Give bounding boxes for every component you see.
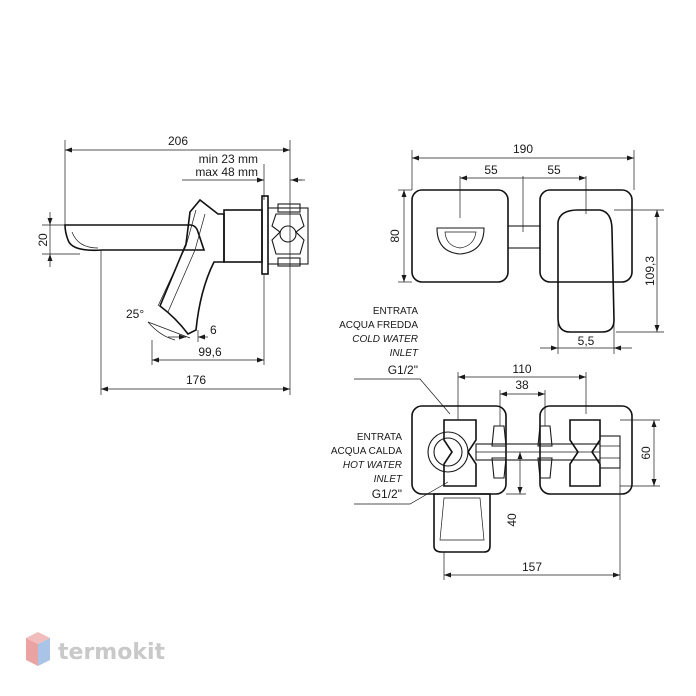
- dim-5-5: 5,5: [578, 334, 595, 348]
- dim-min-depth: min 23 mm: [199, 152, 258, 166]
- cold-label-line1: ENTRATA: [373, 306, 419, 317]
- hot-valve: [569, 419, 601, 487]
- dim-99-6: 99,6: [198, 345, 222, 359]
- dim-38: 38: [515, 378, 529, 392]
- dim-80: 80: [388, 229, 402, 243]
- dim-157: 157: [522, 560, 542, 574]
- dim-109-3: 109,3: [643, 256, 657, 286]
- hot-label-thread: G1/2": [372, 487, 402, 501]
- spout: [64, 224, 206, 252]
- dim-40: 40: [505, 513, 519, 527]
- front-spout-outlet: [436, 227, 485, 255]
- cold-label-line2: ACQUA FREDDA: [339, 320, 418, 331]
- cold-label-line3: COLD WATER: [352, 334, 418, 345]
- embedded-valve: [267, 207, 309, 265]
- side-view: 206 min 23 mm max 48 mm 20 25°: [36, 134, 309, 395]
- hot-label-line4: INLET: [374, 474, 403, 485]
- hot-label-line2: ACQUA CALDA: [331, 446, 402, 457]
- front-right-plate: [539, 189, 633, 283]
- lever-handle: [159, 198, 225, 336]
- dim-6: 6: [210, 323, 217, 337]
- wall-plate: [261, 195, 269, 275]
- dim-angle: 25°: [126, 307, 144, 321]
- top-handle: [433, 493, 491, 553]
- brand-name: termokit: [58, 640, 165, 665]
- dim-55-right: 55: [547, 163, 561, 177]
- top-right-plate: [539, 405, 633, 495]
- termokit-logo: termokit: [26, 632, 165, 666]
- cold-valve: [443, 419, 477, 487]
- front-handle: [557, 209, 615, 333]
- hot-label-line3: HOT WATER: [343, 460, 402, 471]
- dim-190: 190: [513, 142, 533, 156]
- dim-206: 206: [168, 134, 188, 148]
- cold-label-thread: G1/2": [388, 363, 418, 377]
- dim-176: 176: [186, 373, 206, 387]
- rosette: [223, 209, 263, 263]
- cold-label-line4: INLET: [390, 348, 419, 359]
- dim-60: 60: [639, 446, 653, 460]
- hot-label-line1: ENTRATA: [357, 432, 403, 443]
- dim-55-left: 55: [484, 163, 498, 177]
- cube-icon: [26, 632, 50, 666]
- dim-20: 20: [36, 233, 50, 247]
- dim-max-depth: max 48 mm: [195, 165, 258, 179]
- top-view: ENTRATA ACQUA FREDDA COLD WATER INLET G1…: [331, 306, 660, 580]
- front-view: 190 55 55 80 109,3 5,5: [388, 142, 664, 354]
- dim-110: 110: [512, 362, 531, 376]
